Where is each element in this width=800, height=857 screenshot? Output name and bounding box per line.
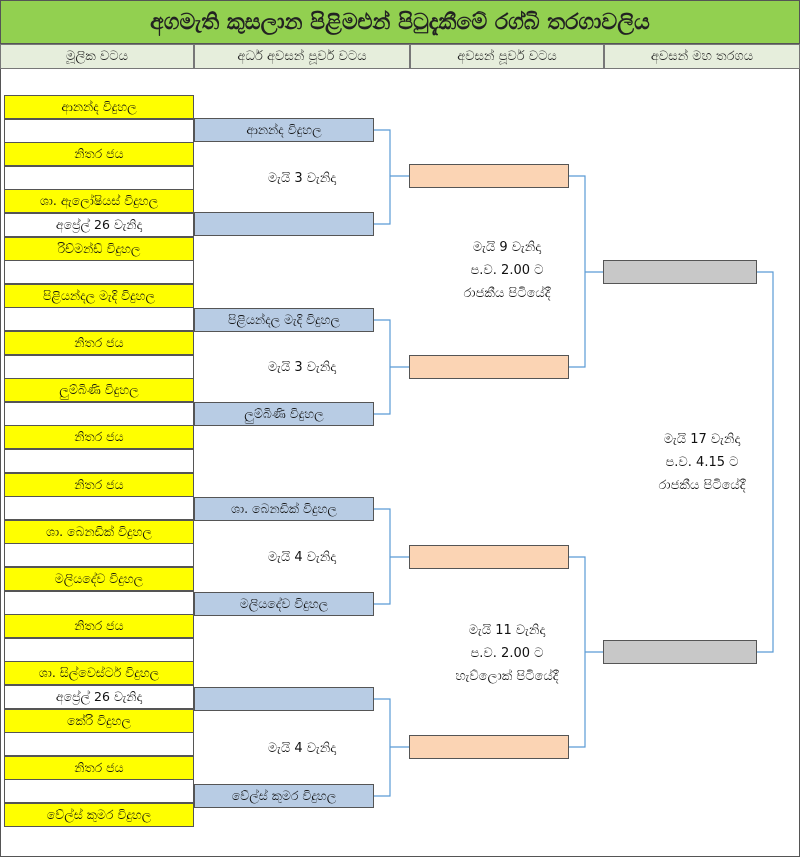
round-1-slot: නිතර ජය — [4, 142, 194, 166]
header-round-1: මූලික වටය — [0, 44, 194, 69]
bracket-connector — [374, 508, 409, 605]
round-1-slot: ශා. සිල්වෙස්ටර් විදුහල — [4, 661, 194, 685]
final-venue: රාජකීය පිටියේදී — [658, 478, 746, 493]
round-1-slot: කේරි විදුහල — [4, 709, 194, 733]
final-time: ප.ව. 4.15 ට — [665, 455, 739, 470]
semifinal-2-date: මැයි 11 වැනිදා — [468, 623, 546, 638]
bracket-connector — [569, 556, 603, 748]
round-1-slot — [4, 591, 194, 615]
round-1-slot — [4, 355, 194, 379]
bracket-connector — [757, 271, 774, 653]
final-date: මැයි 17 වැනිදා — [663, 432, 741, 447]
round-1-slot: රිච්මන්ඩ් විදුහල — [4, 237, 194, 261]
round-1-slot: අප්‍රේල් 26 වැනිදා — [4, 213, 194, 237]
round-2-slot — [194, 687, 374, 711]
header-round-2: අර්ධ අවසන් පූර්ව වටය — [194, 44, 410, 69]
match-date-note: මැයි 4 වැනිදා — [267, 550, 337, 565]
bracket-connector — [374, 698, 409, 797]
semifinal-1-time: ප.ව. 2.00 ට — [470, 263, 544, 278]
round-1-slot — [4, 402, 194, 426]
semifinal-note-2: මැයි 11 වැනිදා ප.ව. 2.00 ට හැව්ලොක් පිටි… — [410, 619, 604, 688]
round-1-slot — [4, 260, 194, 284]
round-1-slot — [4, 166, 194, 190]
bracket-connector — [569, 175, 603, 368]
round-1-slot: නිතර ජය — [4, 614, 194, 638]
round-1-slot — [4, 638, 194, 662]
semifinal-2-time: ප.ව. 2.00 ට — [470, 646, 544, 661]
match-date-note: මැයි 3 වැනිදා — [267, 360, 337, 375]
round-2-slot: මලියදේව විදුහල — [194, 592, 374, 616]
round-2-slot: පිළියන්දල මැදි විදුහල — [194, 308, 374, 332]
round-1-slot — [4, 779, 194, 803]
match-date-note: මැයි 4 වැනිදා — [267, 741, 337, 756]
round-1-slot — [4, 449, 194, 473]
round-1-slot: ශා. බෙනඩික් විදුහල — [4, 520, 194, 544]
header-final: අවසන් මහ තරගය — [604, 44, 800, 69]
round-1-slot: මලියදේව විදුහල — [4, 567, 194, 591]
bracket-connector — [374, 129, 409, 225]
bracket-connector — [374, 319, 409, 415]
semifinal-slot — [409, 355, 569, 379]
semifinal-2-venue: හැව්ලොක් පිටියේදී — [455, 669, 559, 684]
semifinal-slot — [409, 735, 569, 759]
round-1-slot — [4, 307, 194, 331]
round-2-slot: ආනන්ද විදුහල — [194, 118, 374, 142]
round-1-slot: නිතර ජය — [4, 331, 194, 355]
round-2-slot: වේල්ස් කුමර විදුහල — [194, 784, 374, 808]
round-1-slot: ලුම්බිණි විදුහල — [4, 378, 194, 402]
final-slot — [603, 260, 757, 284]
round-2-slot — [194, 212, 374, 236]
round-1-slot: ශා. ඇලෝෂියස් විදුහල — [4, 189, 194, 213]
match-date-note: මැයි 3 වැනිදා — [267, 171, 337, 186]
round-1-slot — [4, 496, 194, 520]
round-1-slot: වේල්ස් කුමර විදුහල — [4, 803, 194, 827]
round-1-slot — [4, 119, 194, 143]
round-1-slot: නිතර ජය — [4, 425, 194, 449]
header-semifinal: අවසන් පූර්ව වටය — [410, 44, 604, 69]
round-1-slot: අප්‍රේල් 26 වැනිදා — [4, 685, 194, 709]
semifinal-1-date: මැයි 9 වැනිදා — [472, 240, 542, 255]
round-2-slot: ලුම්බිණි විදුහල — [194, 402, 374, 426]
round-1-slot: නිතර ජය — [4, 473, 194, 497]
round-1-slot — [4, 543, 194, 567]
page-title: අගමැති කුසලාන පිළිමළුන් පිටුදැකීමේ රග්බි… — [0, 0, 800, 44]
semifinal-1-venue: රාජකීය පිටියේදී — [463, 286, 551, 301]
round-1-slot: පිළියන්දල මැදි විදුහල — [4, 284, 194, 308]
round-1-slot — [4, 732, 194, 756]
semifinal-note-1: මැයි 9 වැනිදා ප.ව. 2.00 ට රාජකීය පිටියේද… — [410, 236, 604, 305]
round-2-slot: ශා. බෙනඩික් විදුහල — [194, 497, 374, 521]
round-1-slot: ආනන්ද විදුහල — [4, 95, 194, 119]
semifinal-slot — [409, 545, 569, 569]
final-slot — [603, 640, 757, 664]
semifinal-slot — [409, 164, 569, 188]
final-note: මැයි 17 වැනිදා ප.ව. 4.15 ට රාජකීය පිටියේ… — [604, 428, 800, 497]
round-1-slot: නිතර ජය — [4, 756, 194, 780]
